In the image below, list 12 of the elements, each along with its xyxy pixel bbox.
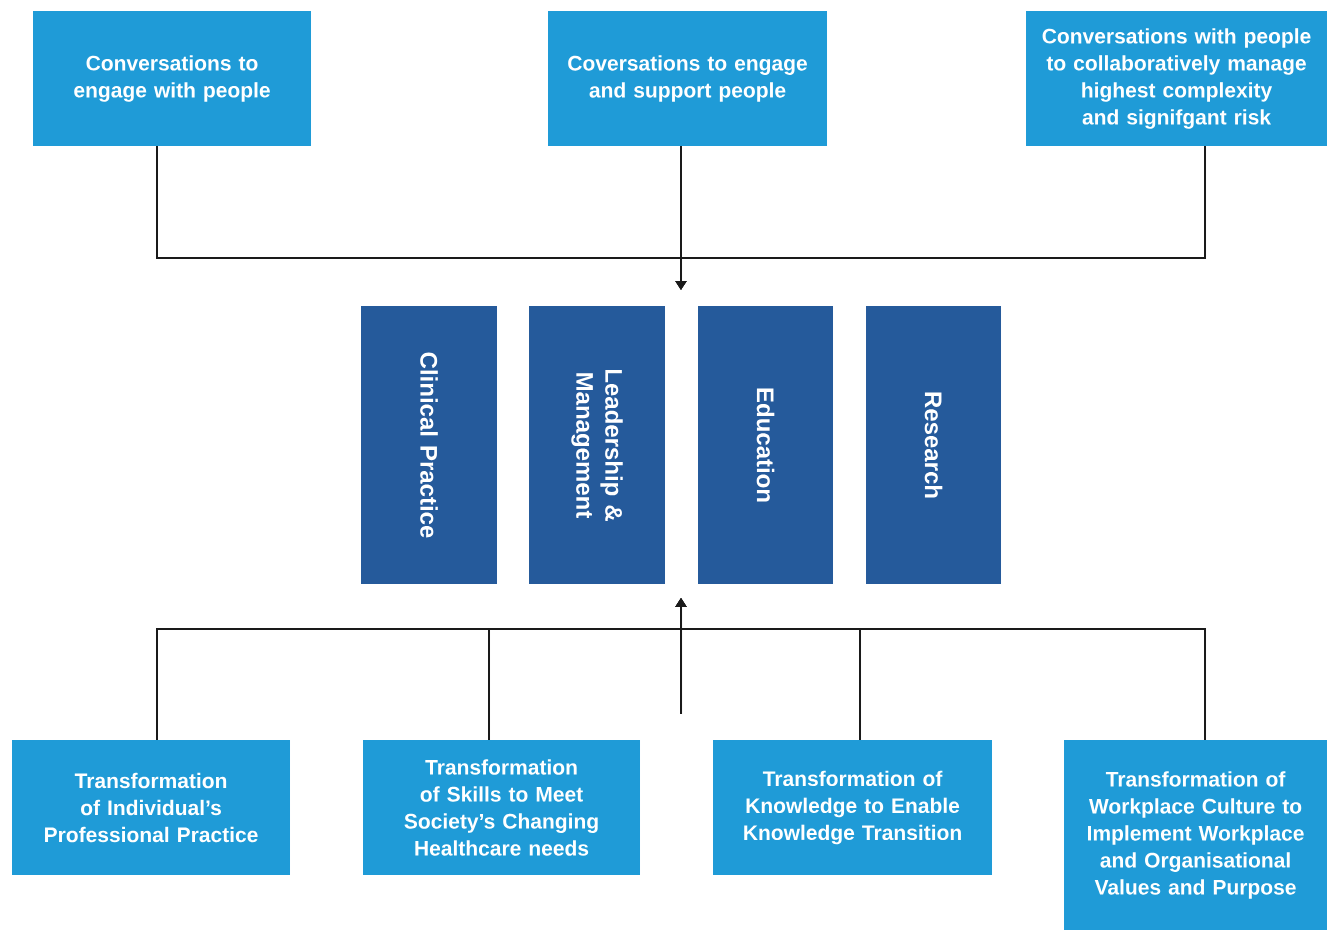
process-box: Coversations to engage and support people (548, 11, 827, 146)
pillar-box: Education (698, 306, 833, 584)
connector-arrow (675, 598, 1206, 741)
process-box: Conversations to engage with people (33, 11, 311, 146)
process-box: Transformation of Workplace Culture to Implement Workplace and Organisational Values and Purpose (1064, 740, 1327, 930)
pillar-box: Research (866, 306, 1001, 584)
pillar-box: Leadership & Management (529, 306, 665, 584)
process-box: Transformation of Individual’s Professional Practice (12, 740, 290, 875)
process-box: Transformation of Skills to Meet Society’s Changing Healthcare needs (363, 740, 640, 875)
process-box: Conversations with people to collaboratively manage highest complexity and signifgant risk (1026, 11, 1327, 146)
process-box: Transformation of Knowledge to Enable Knowledge Transition (713, 740, 992, 875)
pillar-box: Clinical Practice (361, 306, 497, 584)
